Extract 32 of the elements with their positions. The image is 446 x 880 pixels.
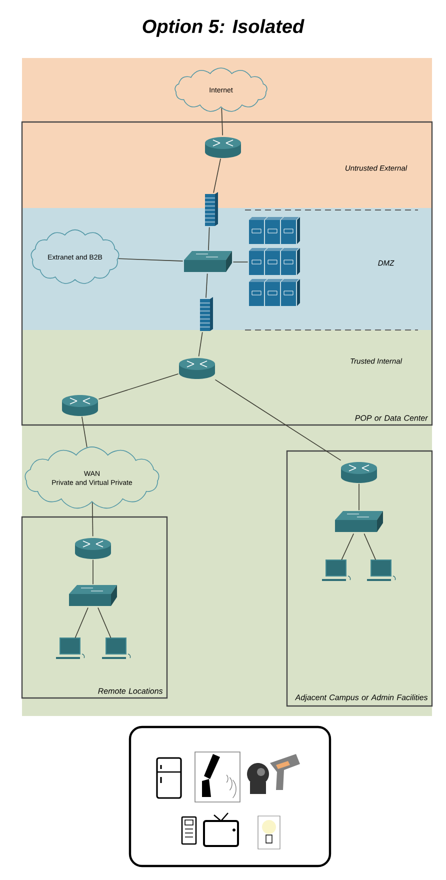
zone-frame: Adjacent Campus or Admin Facilities xyxy=(286,450,433,707)
switch-icon xyxy=(335,511,383,532)
computer-icon xyxy=(322,560,351,581)
connection-line xyxy=(341,533,354,560)
computer-icon xyxy=(102,638,131,659)
firewall-icon xyxy=(200,297,213,331)
switch-icon xyxy=(184,251,232,272)
connection-line xyxy=(198,332,203,357)
connection-line xyxy=(74,607,88,638)
router-icon xyxy=(62,395,98,416)
switch-icon xyxy=(69,585,117,606)
title: Option 5: Isolated xyxy=(142,19,304,37)
connection-line xyxy=(208,226,210,251)
router-icon xyxy=(205,137,241,158)
connection-line xyxy=(364,533,376,560)
connection-line xyxy=(118,258,184,262)
connection-line xyxy=(213,158,221,194)
connection-line xyxy=(92,559,94,585)
connection-line xyxy=(358,483,360,511)
connection-line xyxy=(214,379,342,461)
computer-icon xyxy=(367,560,396,581)
server-rack-icon xyxy=(249,217,300,306)
router-icon xyxy=(75,538,111,559)
zone-frame: Remote Locations xyxy=(21,516,168,699)
connection-line xyxy=(98,374,179,400)
computer-icon xyxy=(56,638,85,659)
router-icon xyxy=(341,462,377,483)
connection-line xyxy=(98,607,112,638)
firewall-icon xyxy=(204,192,218,226)
router-icon xyxy=(179,358,215,379)
connection-line xyxy=(206,273,208,298)
connection-line xyxy=(82,416,88,448)
